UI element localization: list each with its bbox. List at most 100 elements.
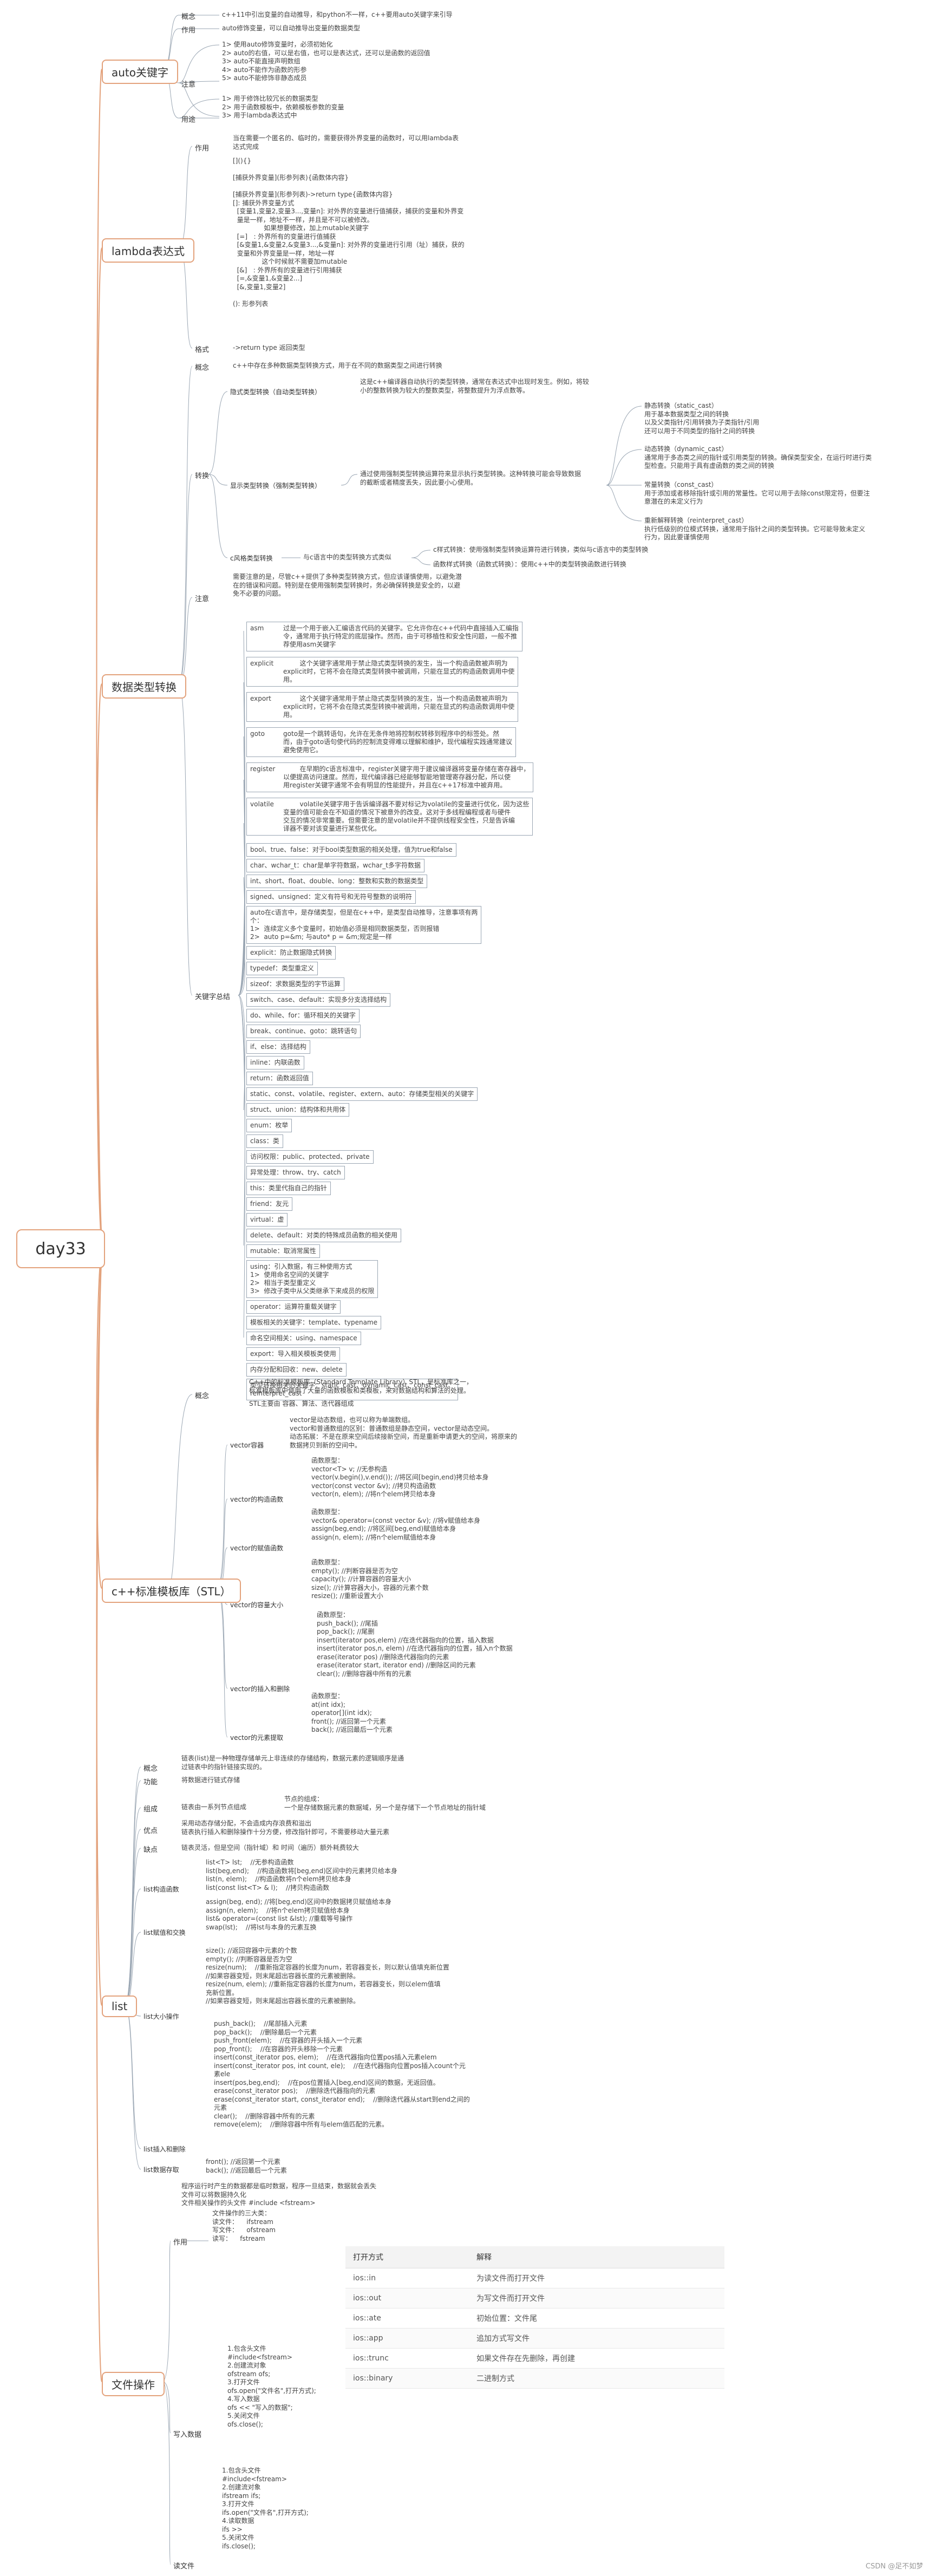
auto-usage-label: 用途 [181, 116, 196, 124]
connector [238, 736, 245, 996]
stl-size: 函数原型： empty(); //判断容器是否为空 capacity(); //… [311, 1558, 429, 1600]
topic-list[interactable]: list [102, 1995, 138, 2017]
file-use-label: 作用 [173, 2239, 188, 2247]
connector [238, 942, 245, 996]
cast-static: 静态转换（static_cast） 用于基本数据类型之间的转换 以及父类指针/引… [644, 402, 760, 435]
stl-vector: vector是动态数组，也可以称为单端数组。 vector和普通数组的区别：普通… [290, 1416, 518, 1449]
connector [208, 474, 228, 486]
keyword-item: explicit：防止数据隐式转换 [246, 946, 336, 960]
stl-insert-label: vector的插入和删除 [230, 1685, 290, 1693]
connector [124, 1780, 141, 2006]
keyword-item: typedef：类型重定义 [246, 962, 318, 975]
connector [238, 823, 245, 996]
list-insert: push_back(); //尾部插入元素 pop_back(); //删除最后… [214, 2020, 470, 2128]
stl-size-label: vector的容量大小 [230, 1601, 284, 1609]
cast-explicit-label: 显示类型转换（强制类型转换） [230, 482, 322, 490]
topic-cast[interactable]: 数据类型转换 [102, 674, 186, 699]
stl-insert: 函数原型： push_back(); //尾插 pop_back(); //尾删… [317, 1611, 513, 1678]
keyword-block: explicit 这个关键字通常用于禁止隐式类型转换的发生，当一个构造函数被声明… [246, 657, 519, 687]
connector [178, 597, 193, 684]
list-func-label: 功能 [143, 1778, 158, 1786]
connector [178, 44, 220, 83]
connector [216, 1498, 228, 1589]
keyword-item: 类型转换相关的关键字：static_cast、dynamic_cast、cons… [246, 1379, 459, 1400]
keyword-item: enum：枚举 [246, 1119, 292, 1132]
auto-use: auto修饰变量，可以自动推导出变量的数据类型 [222, 24, 361, 32]
connector [238, 995, 245, 1111]
stl-concept2: STL主要由 容器、算法、迭代器组成 [249, 1400, 354, 1407]
list-con-label: 缺点 [143, 1846, 158, 1854]
connector [208, 391, 228, 475]
list-access: front(); //返回第一个元素 back(); //返回最后一个元素 [206, 2158, 287, 2174]
connector [96, 683, 103, 1248]
table-cell: 为读文件而打开文件 [469, 2268, 724, 2288]
table-cell: ios::ate [345, 2308, 469, 2329]
connector [216, 1444, 228, 1589]
connector [238, 877, 245, 996]
file-intro: 程序运行时产生的数据都是临时数据，程序一旦结束，数据就会丢失 文件可以将数据持久… [181, 2182, 377, 2207]
topic-file[interactable]: 文件操作 [102, 2372, 165, 2396]
table-header-mode: 打开方式 [345, 2246, 469, 2268]
file-write-label: 写入数据 [173, 2431, 202, 2439]
list-comp: 链表由一系列节点组成 [181, 1803, 247, 1811]
lambda-format-label: 格式 [195, 346, 210, 354]
keyword-block: asm 过是一个用于嵌入汇编语言代码的关键字。它允许你在c++代码中直接插入汇编… [246, 622, 522, 651]
connector [124, 2005, 141, 2170]
keyword-item: export：导入相关模板类使用 [246, 1347, 340, 1361]
connector [411, 557, 431, 565]
list-size-label: list大小操作 [143, 2013, 179, 2020]
connector [96, 1247, 103, 2006]
cast-note: 需要注意的是，尽管c++提供了多种类型转换方式，但应该谨慎使用，以避免潜 在的错… [233, 573, 462, 597]
table-cell: 初始位置：文件尾 [469, 2308, 724, 2329]
connector [216, 1588, 228, 1738]
keyword-item: 访问权限：public、protected、private [246, 1150, 374, 1164]
connector [178, 247, 193, 349]
list-pro-label: 优点 [143, 1827, 158, 1835]
table-cell: ios::app [345, 2328, 469, 2349]
cast-cstyle: 与c语言中的类型转换方式类似 [303, 553, 391, 561]
keyword-item: char、wchar_t：char是单字符数据，wchar_t多字符数据 [246, 859, 425, 872]
keyword-item: this：类里代指自己的指针 [246, 1182, 331, 1195]
list-concept-label: 概念 [143, 1765, 158, 1773]
list-assign: assign(beg, end); //将[beg,end)区间中的数据拷贝赋值… [206, 1898, 391, 1931]
keyword-block: goto goto是一个跳转语句，允许在无条件地将控制权转移到程序中的标签处。然… [246, 727, 517, 757]
list-access-label: list数据存取 [143, 2166, 179, 2174]
cast-convert-label: 转换 [195, 472, 210, 480]
keyword-item: delete、default：对类的特殊成员函数的相关使用 [246, 1229, 402, 1242]
keyword-item: virtual：虚 [246, 1213, 288, 1227]
table-cell: ios::trunc [345, 2348, 469, 2369]
keyword-item: inline：内联函数 [246, 1056, 304, 1069]
cast-const: 常量转换（const_cast） 用于添加或者移除指针或引用的常量性。它可以用于… [644, 481, 870, 505]
connector [208, 474, 228, 558]
table-cell: ios::out [345, 2288, 469, 2308]
connector [124, 1932, 141, 2006]
connector [167, 1394, 193, 1589]
cast-implicit-label: 隐式类型转换（自动类型转换） [230, 388, 322, 396]
keyword-item: 模板相关的关键字：template、typename [246, 1316, 382, 1329]
table-cell: 追加方式写文件 [469, 2328, 724, 2349]
topic-stl[interactable]: c++标准模板库（STL） [102, 1579, 241, 1603]
keyword-block: register 在早期的c语言标准中，register关键字用于建议编译器将变… [246, 762, 534, 792]
connector [341, 474, 358, 486]
connector [178, 366, 193, 684]
connector [96, 1247, 103, 2382]
connector [238, 682, 245, 996]
auto-note: 1> 使用auto修饰变量时，必须初始化 2> auto的右值，可以是右值，也可… [222, 41, 430, 82]
table-cell: 为写文件而打开文件 [469, 2288, 724, 2308]
table-cell: ios::in [345, 2268, 469, 2288]
topic-lambda[interactable]: lambda表达式 [102, 238, 194, 263]
topic-auto[interactable]: auto关键字 [102, 60, 179, 84]
keyword-item: bool、true、false：对于bool类型数据的相关处理，值为true和f… [246, 843, 456, 857]
keyword-item: using：引入数据，有三种使用方式 1> 使用命名空间的关键字 2> 相当于类… [246, 1260, 378, 1298]
keyword-item: 内存分配和回收：new、delete [246, 1363, 347, 1377]
list-insert-label: list插入和删除 [143, 2145, 186, 2153]
cast-concept: c++中存在多种数据类型转换方式，用于在不同的数据类型之间进行转换 [233, 362, 442, 369]
cast-concept-label: 概念 [195, 364, 210, 372]
auto-note-label: 注意 [181, 81, 196, 89]
root-node[interactable]: day33 [16, 1229, 105, 1268]
connector [238, 630, 245, 996]
keyword-item: break、continue、goto：跳转语句 [246, 1025, 361, 1038]
